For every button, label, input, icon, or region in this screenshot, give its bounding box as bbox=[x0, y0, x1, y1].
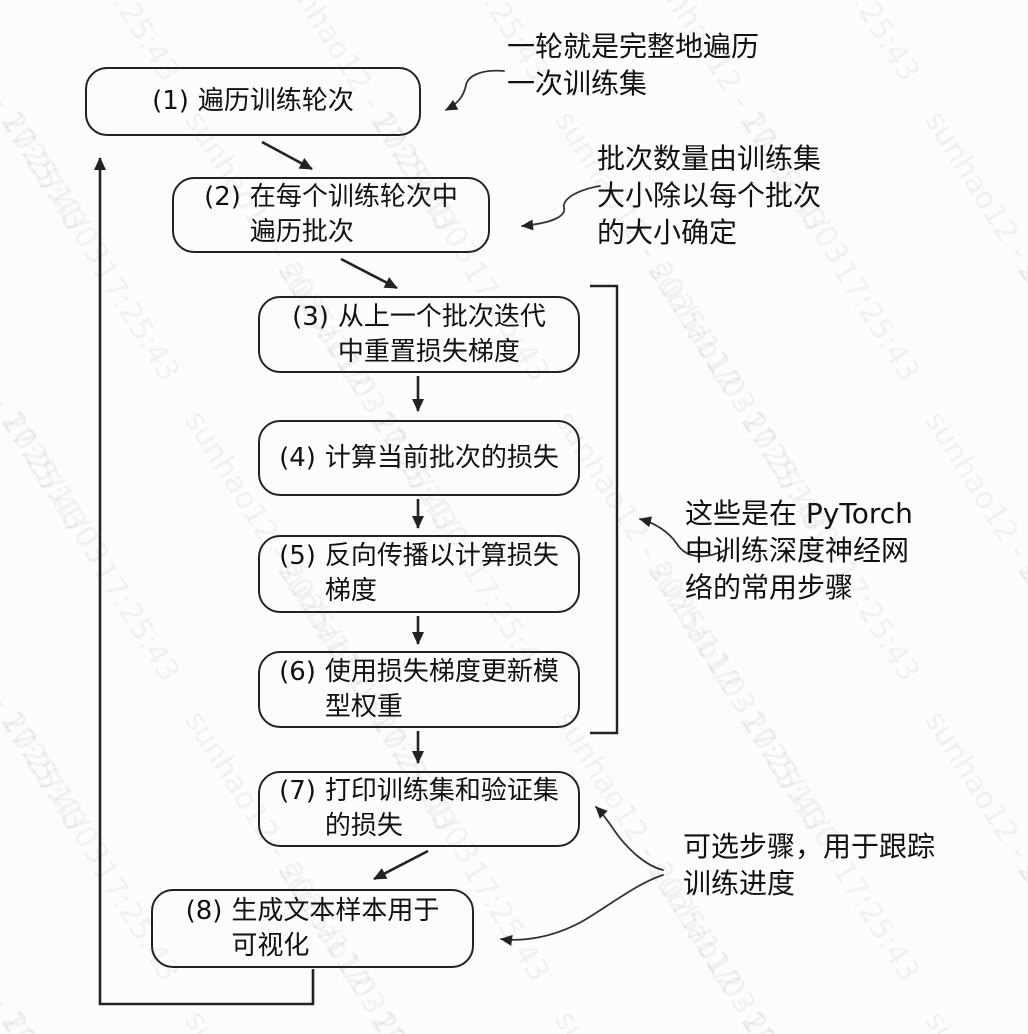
flow-box-5-line2: 梯度 bbox=[324, 576, 377, 606]
flow-box-6-prefix: (6) bbox=[279, 656, 316, 687]
flow-box-6: (6) 使用损失梯度更新模型权重 bbox=[258, 651, 580, 728]
annotation-optional-line2: 训练进度 bbox=[683, 867, 796, 900]
flow-box-1-line1: 遍历训练轮次 bbox=[197, 86, 354, 116]
flow-box-2-line1: 在每个训练轮次中 bbox=[249, 182, 458, 212]
flow-box-6-line2: 型权重 bbox=[324, 691, 403, 722]
annotation-batches: 批次数量由训练集 大小除以每个批次 的大小确定 bbox=[597, 140, 821, 251]
flow-box-8: (8) 生成文本样本用于可视化 bbox=[151, 889, 474, 968]
annotation-epoch-line1: 一轮就是完整地遍历 bbox=[507, 30, 760, 63]
loop-back-arrow bbox=[94, 157, 315, 1006]
flow-box-2-label: (2) 在每个训练轮次中遍历批次 bbox=[204, 180, 458, 250]
annotation-pytorch: 这些是在 PyTorch 中训练深度神经网 络的常用步骤 bbox=[685, 495, 913, 606]
annotation-pytorch-line1: 这些是在 PyTorch bbox=[685, 497, 913, 530]
flow-box-8-prefix: (8) bbox=[185, 895, 223, 926]
flow-box-7: (7) 打印训练集和验证集的损失 bbox=[258, 771, 580, 847]
flow-box-8-line2: 可视化 bbox=[231, 930, 310, 961]
flow-box-2-prefix: (2) bbox=[204, 182, 241, 212]
flow-box-7-prefix: (7) bbox=[279, 776, 316, 806]
flow-box-4-prefix: (4) bbox=[279, 442, 316, 473]
arrow-box2-box3 bbox=[340, 257, 398, 290]
leader-annotation-optional-box7 bbox=[595, 806, 664, 871]
flow-box-7-line2: 的损失 bbox=[324, 811, 403, 841]
flow-box-7-label: (7) 打印训练集和验证集的损失 bbox=[279, 774, 559, 844]
arrow-box1-box2 bbox=[261, 140, 313, 171]
flow-box-5-label: (5) 反向传播以计算损失梯度 bbox=[279, 539, 559, 609]
flow-box-3-prefix: (3) bbox=[292, 301, 329, 332]
flow-box-4-label: (4) 计算当前批次的损失 bbox=[279, 441, 559, 476]
annotation-epoch: 一轮就是完整地遍历 一次训练集 bbox=[507, 28, 759, 102]
flow-box-3-line1: 从上一个批次迭代 bbox=[337, 301, 546, 332]
annotation-optional: 可选步骤，用于跟踪 训练进度 bbox=[683, 828, 935, 902]
flow-box-6-label: (6) 使用损失梯度更新模型权重 bbox=[279, 655, 559, 725]
flow-box-3: (3) 从上一个批次迭代中重置损失梯度 bbox=[258, 296, 580, 373]
annotation-epoch-line2: 一次训练集 bbox=[507, 67, 648, 100]
flow-box-6-line1: 使用损失梯度更新模 bbox=[324, 656, 559, 687]
flow-box-5-prefix: (5) bbox=[279, 541, 316, 571]
flow-box-2: (2) 在每个训练轮次中遍历批次 bbox=[172, 177, 490, 253]
flow-box-5-line1: 反向传播以计算损失 bbox=[324, 541, 559, 571]
leader-annotation-epoch bbox=[445, 69, 505, 111]
leader-annotation-optional-box8 bbox=[500, 874, 664, 946]
annotation-optional-line1: 可选步骤，用于跟踪 bbox=[683, 830, 936, 863]
flow-box-8-label: (8) 生成文本样本用于可视化 bbox=[186, 894, 440, 964]
annotation-batches-line3: 的大小确定 bbox=[597, 216, 738, 249]
flow-box-1-prefix: (1) bbox=[152, 86, 189, 116]
flow-box-3-label: (3) 从上一个批次迭代中重置损失梯度 bbox=[292, 300, 546, 370]
flow-box-4: (4) 计算当前批次的损失 bbox=[258, 420, 580, 496]
flow-box-8-line1: 生成文本样本用于 bbox=[231, 895, 440, 926]
flow-box-7-line1: 打印训练集和验证集 bbox=[324, 776, 559, 806]
annotation-pytorch-line3: 络的常用步骤 bbox=[685, 571, 854, 604]
flow-box-4-line1: 计算当前批次的损失 bbox=[324, 442, 559, 473]
annotation-batches-line1: 批次数量由训练集 bbox=[597, 142, 822, 175]
leader-annotation-batches bbox=[521, 185, 601, 231]
steps-bracket bbox=[590, 284, 619, 735]
annotation-pytorch-line2: 中训练深度神经网 bbox=[685, 534, 910, 567]
annotation-batches-line2: 大小除以每个批次 bbox=[597, 179, 822, 212]
arrow-box7-box8 bbox=[373, 849, 429, 881]
flow-box-2-line2: 遍历批次 bbox=[249, 217, 354, 247]
flow-box-5: (5) 反向传播以计算损失梯度 bbox=[258, 535, 580, 613]
leader-annotation-pytorch bbox=[639, 516, 730, 558]
flow-box-3-line2: 中重置损失梯度 bbox=[337, 336, 520, 367]
flow-box-1: (1) 遍历训练轮次 bbox=[85, 67, 421, 136]
flow-box-1-label: (1) 遍历训练轮次 bbox=[152, 84, 354, 119]
